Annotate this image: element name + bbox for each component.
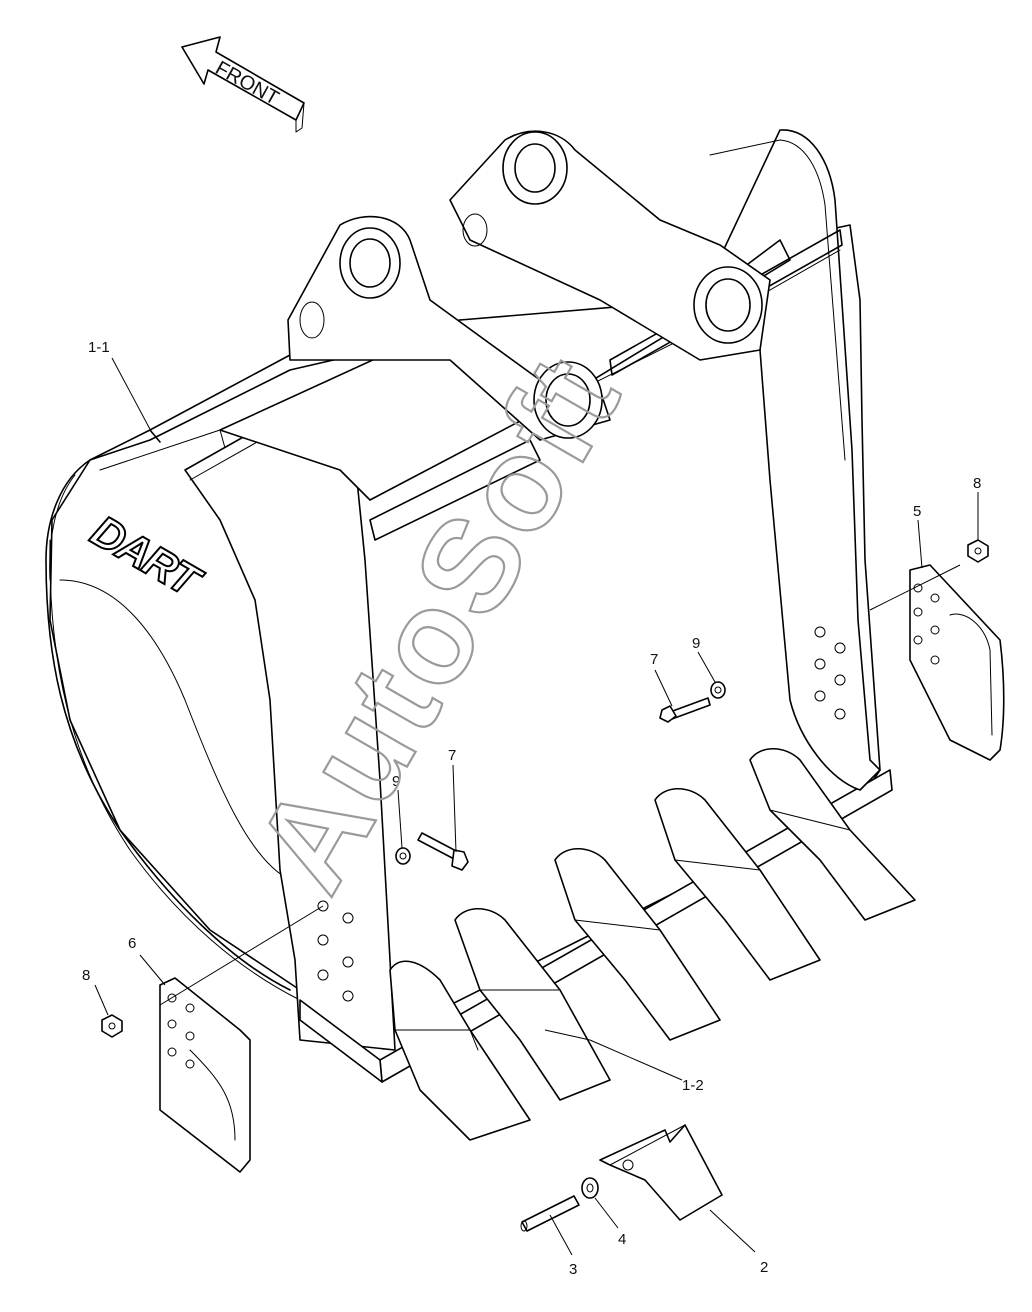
part-pin-3	[520, 1195, 580, 1232]
part-side-cutter-5	[909, 564, 1005, 761]
part-washer-9-left	[395, 847, 411, 865]
callout-3: 3	[569, 1261, 577, 1278]
callout-1-2: 1-2	[682, 1077, 704, 1094]
part-washer-4	[581, 1177, 599, 1199]
callout-7-right: 7	[650, 651, 658, 668]
part-tooth-point-2	[599, 1124, 723, 1221]
front-direction-arrow: FRONT	[181, 36, 305, 133]
callout-9-left: 9	[392, 773, 400, 790]
part-washer-9-right	[710, 681, 726, 699]
part-side-cutter-6	[159, 977, 251, 1173]
leader-lines	[94, 357, 979, 1256]
right-plate-bolt-holes	[814, 626, 846, 720]
bucket-body: DART	[45, 129, 893, 1083]
callout-7-left: 7	[448, 747, 456, 764]
callout-5: 5	[913, 503, 921, 520]
callout-1-1: 1-1	[88, 339, 110, 356]
part-nut-8-right	[967, 539, 989, 563]
callout-2: 2	[760, 1259, 768, 1276]
callout-8-right: 8	[973, 475, 981, 492]
bucket-teeth	[389, 748, 916, 1141]
callout-8-left: 8	[82, 967, 90, 984]
callouts: 1-1 1-2 2 3 4 5 6 7 7 8 8 9 9	[82, 339, 981, 1278]
part-nut-8-left	[101, 1014, 123, 1038]
part-bolt-7-right	[659, 697, 711, 723]
callout-4: 4	[618, 1231, 626, 1248]
callout-6: 6	[128, 935, 136, 952]
callout-9-right: 9	[692, 635, 700, 652]
left-plate-bolt-holes	[317, 900, 354, 1002]
part-bolt-7-left	[417, 832, 469, 871]
